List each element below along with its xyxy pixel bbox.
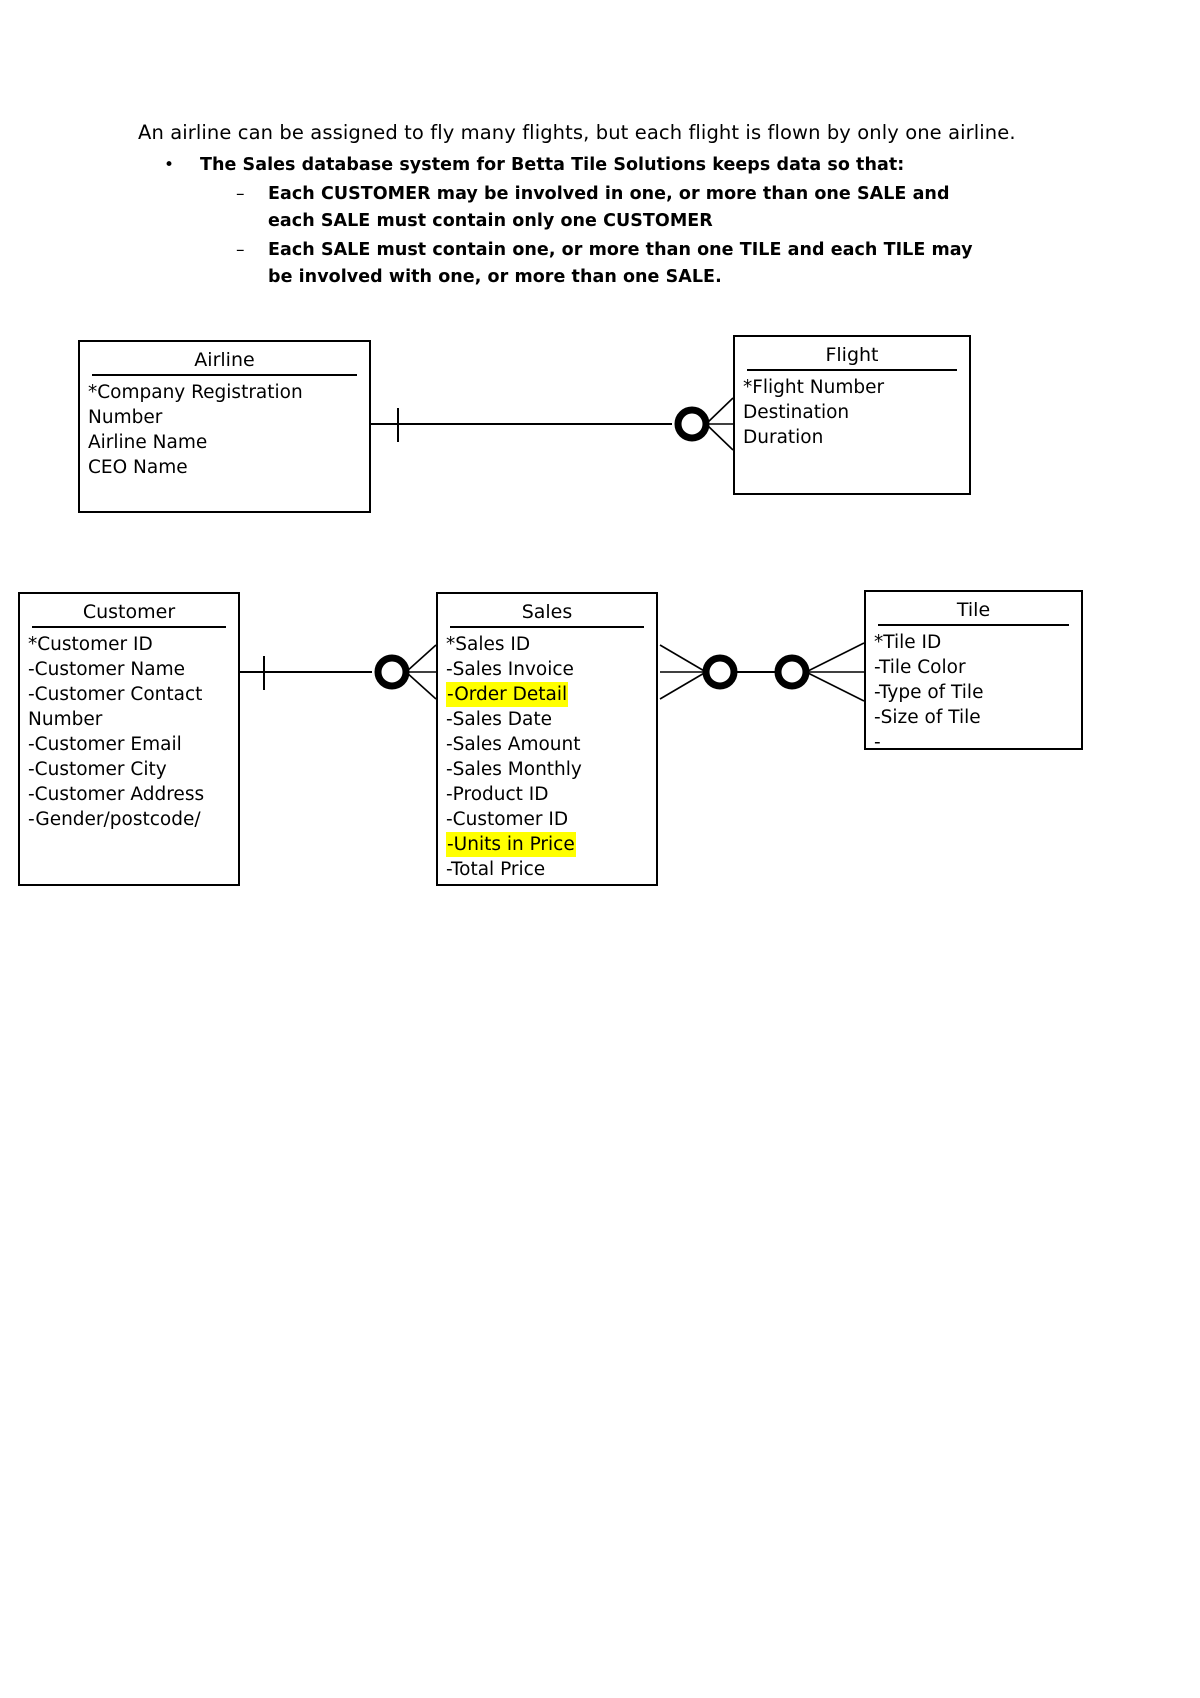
attribute-text: -Customer City: [28, 759, 167, 780]
attribute-text: *Flight Number: [743, 377, 885, 398]
attribute-text: -Sales Amount: [446, 734, 581, 755]
attribute-row: -Customer Email: [28, 732, 238, 757]
entity-box-tile[interactable]: Tile *Tile ID -Tile Color -Type of Tile …: [864, 590, 1083, 753]
attribute-row: -Customer ID: [446, 807, 656, 832]
attribute-row-highlighted: -Order Detail: [446, 682, 656, 707]
requirements-text-block: An airline can be assigned to fly many f…: [138, 118, 1016, 291]
attribute-row: -Customer City: [28, 757, 238, 782]
attribute-row: -Gender/postcode/: [28, 807, 238, 832]
attribute-text: *Company Registration: [88, 382, 303, 403]
attribute-row: Number: [28, 707, 238, 732]
attribute-row: Number: [88, 405, 369, 430]
dash-marker-icon: –: [236, 240, 245, 260]
entity-title-sales: Sales: [521, 601, 573, 623]
attribute-text: Airline Name: [88, 432, 208, 453]
attribute-row: Duration: [743, 425, 969, 450]
entity-title-rule: [32, 626, 226, 628]
sub-bullet-text: Each CUSTOMER may be involved in one, or…: [268, 184, 950, 231]
entity-title-tile: Tile: [956, 599, 991, 621]
relationship-customer-sales: [240, 644, 437, 700]
entity-title-rule: [747, 369, 957, 371]
attribute-text: -Customer Email: [28, 734, 182, 755]
entity-title-customer: Customer: [82, 601, 176, 623]
bullet-marker-icon: •: [164, 155, 175, 175]
entity-box-airline[interactable]: Airline *Company Registration Number Air…: [78, 340, 371, 513]
attribute-text: -Gender/postcode/: [28, 809, 201, 830]
attribute-text: -Size of Tile: [874, 707, 981, 728]
entity-title-airline: Airline: [194, 349, 255, 371]
attribute-row: *Tile ID: [874, 630, 1081, 655]
attribute-text: -Sales Date: [446, 709, 553, 730]
bullet-text: The Sales database system for Betta Tile…: [200, 155, 905, 175]
attribute-row: -: [874, 730, 1081, 755]
attribute-row: -Sales Invoice: [446, 657, 656, 682]
relationship-sales-tile: [659, 642, 865, 702]
relationship-airline-flight: [371, 397, 734, 451]
attribute-list-customer: *Customer ID -Customer Name -Customer Co…: [20, 632, 238, 832]
attribute-text: -Product ID: [446, 784, 549, 805]
attribute-text: -Customer ID: [446, 809, 569, 830]
attribute-row: -Type of Tile: [874, 680, 1081, 705]
entity-title-rule: [878, 624, 1069, 626]
attribute-row: -Product ID: [446, 782, 656, 807]
entity-box-customer[interactable]: Customer *Customer ID -Customer Name -Cu…: [18, 592, 240, 886]
attribute-text: -: [874, 732, 881, 753]
sub-bullet-text: Each SALE must contain one, or more than…: [268, 240, 973, 287]
attribute-row: Destination: [743, 400, 969, 425]
sub-bullet-item: – Each CUSTOMER may be involved in one, …: [236, 181, 988, 235]
attribute-row: -Customer Contact: [28, 682, 238, 707]
attribute-text: *Customer ID: [28, 634, 153, 655]
cardinality-zero-circle-sales-right: [702, 654, 738, 690]
attribute-row: *Customer ID: [28, 632, 238, 657]
attribute-row-highlighted: -Units in Price: [446, 832, 656, 857]
entity-title-rule: [92, 374, 357, 376]
bullet-item: • The Sales database system for Betta Ti…: [164, 152, 988, 179]
attribute-text: -Type of Tile: [874, 682, 984, 703]
attribute-text: -Sales Invoice: [446, 659, 574, 680]
entity-box-flight[interactable]: Flight *Flight Number Destination Durati…: [733, 335, 971, 495]
dash-marker-icon: –: [236, 184, 245, 204]
attribute-text: -Customer Contact: [28, 684, 203, 705]
attribute-list-sales: *Sales ID -Sales Invoice -Order Detail -…: [438, 632, 656, 882]
sub-bullet-item: – Each SALE must contain one, or more th…: [236, 237, 988, 291]
attribute-text-highlighted: -Order Detail: [446, 682, 569, 707]
attribute-text: CEO Name: [88, 457, 188, 478]
entity-title-flight: Flight: [825, 344, 879, 366]
attribute-row: Airline Name: [88, 430, 369, 455]
attribute-text: *Sales ID: [446, 634, 531, 655]
attribute-text: Duration: [743, 427, 824, 448]
attribute-list-tile: *Tile ID -Tile Color -Type of Tile -Size…: [866, 630, 1081, 755]
attribute-list-airline: *Company Registration Number Airline Nam…: [80, 380, 369, 480]
attribute-text: -Tile Color: [874, 657, 966, 678]
attribute-row: -Size of Tile: [874, 705, 1081, 730]
attribute-text: -Customer Address: [28, 784, 205, 805]
cardinality-zero-circle-sales-left: [374, 654, 410, 690]
attribute-row: -Customer Address: [28, 782, 238, 807]
attribute-text: -Sales Monthly: [446, 759, 582, 780]
attribute-text: -Customer Name: [28, 659, 185, 680]
attribute-row: *Sales ID: [446, 632, 656, 657]
attribute-text-highlighted: -Units in Price: [446, 832, 576, 857]
attribute-text: *Tile ID: [874, 632, 942, 653]
cardinality-zero-circle-flight: [674, 406, 710, 442]
attribute-row: -Customer Name: [28, 657, 238, 682]
attribute-text: Number: [88, 407, 163, 428]
attribute-row: -Sales Amount: [446, 732, 656, 757]
attribute-row: -Sales Date: [446, 707, 656, 732]
attribute-text: -Total Price: [446, 859, 546, 880]
attribute-row: -Tile Color: [874, 655, 1081, 680]
attribute-text: Destination: [743, 402, 850, 423]
attribute-row: CEO Name: [88, 455, 369, 480]
attribute-text: Number: [28, 709, 103, 730]
attribute-row: *Flight Number: [743, 375, 969, 400]
attribute-list-flight: *Flight Number Destination Duration: [735, 375, 969, 450]
lead-statement: An airline can be assigned to fly many f…: [138, 121, 1016, 144]
entity-box-sales[interactable]: Sales *Sales ID -Sales Invoice -Order De…: [436, 592, 658, 886]
attribute-row: *Company Registration: [88, 380, 369, 405]
attribute-row: -Sales Monthly: [446, 757, 656, 782]
cardinality-zero-circle-tile: [774, 654, 810, 690]
attribute-row: -Total Price: [446, 857, 656, 882]
entity-title-rule: [450, 626, 644, 628]
